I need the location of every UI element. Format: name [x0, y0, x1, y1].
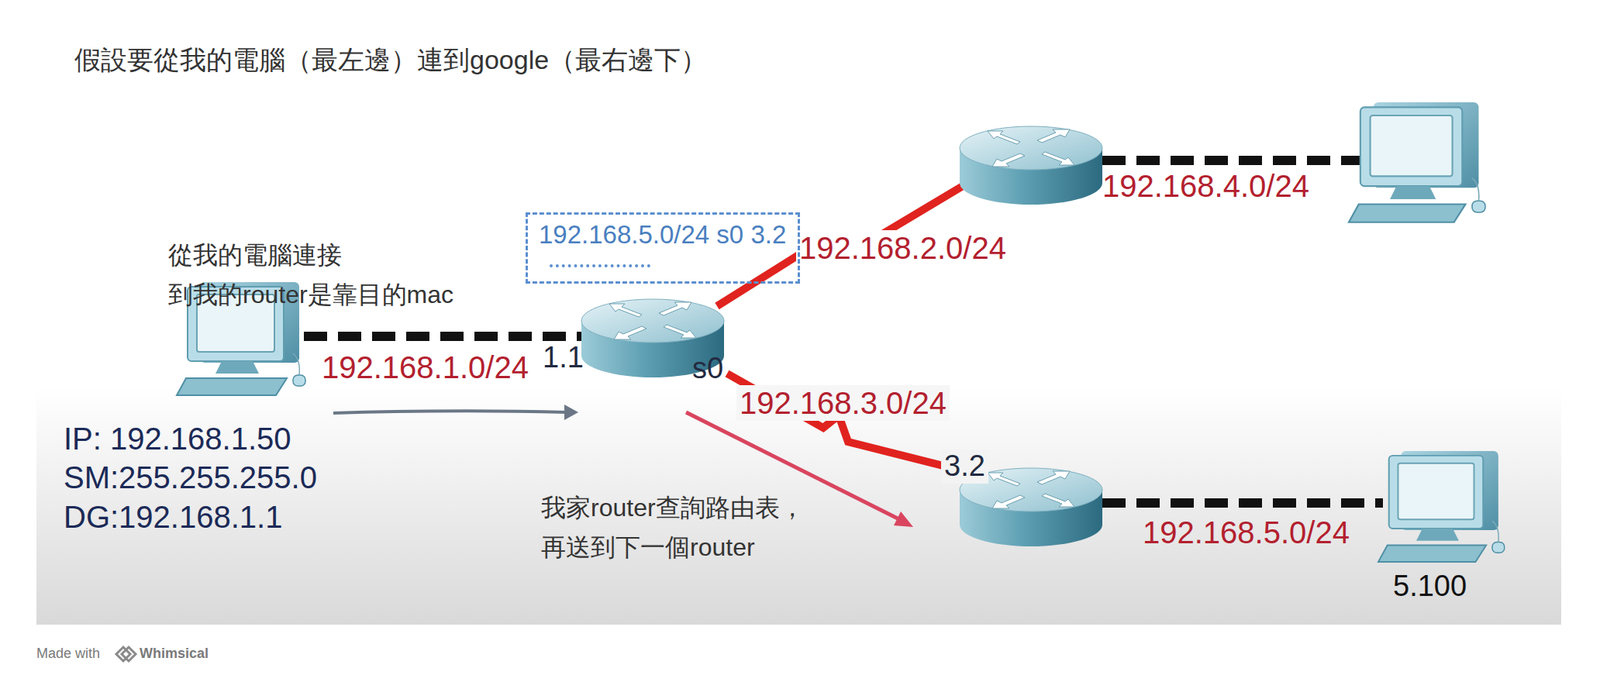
interface-name: s0	[692, 351, 724, 387]
ip-setting: SM:255.255.255.0	[63, 459, 318, 496]
router-icon	[959, 126, 1103, 205]
computer-icon	[1378, 451, 1505, 563]
route-entry: 192.168.5.0/24 s0 3.2	[538, 219, 787, 251]
interface-address: 3.2	[941, 449, 989, 484]
subnet-label: 192.168.4.0/24	[1102, 168, 1310, 204]
subnet-label: 192.168.3.0/24	[736, 385, 950, 421]
ethernet-links	[303, 160, 1383, 504]
subnet-label: 192.168.5.0/24	[1142, 514, 1350, 551]
ip-setting: IP: 192.168.1.50	[63, 420, 292, 457]
note-text: 從我的電腦連接 到我的router是靠目的mac	[168, 235, 518, 315]
note-text: 我家router查詢路由表， 再送到下一個router	[541, 488, 905, 568]
diagram-title: 假設要從我的電腦（最左邊）連到google（最右邊下）	[74, 44, 707, 76]
whimsical-logo	[116, 647, 136, 662]
dashed-route-box: 192.168.5.0/24 s0 3.2	[525, 212, 800, 284]
ground-band	[36, 387, 1562, 625]
interface-address: 1.1	[542, 341, 584, 376]
computer-icon	[1348, 102, 1486, 223]
host-address: 5.100	[1393, 569, 1467, 604]
subnet-label: 192.168.1.0/24	[321, 349, 529, 386]
flow-arrow	[333, 404, 579, 421]
watermark: Whimsical	[139, 645, 209, 663]
dotted-placeholder	[549, 264, 651, 268]
watermark: Made with	[36, 645, 100, 663]
subnet-label: 192.168.2.0/24	[796, 230, 1010, 266]
ip-setting: DG:192.168.1.1	[63, 499, 283, 535]
